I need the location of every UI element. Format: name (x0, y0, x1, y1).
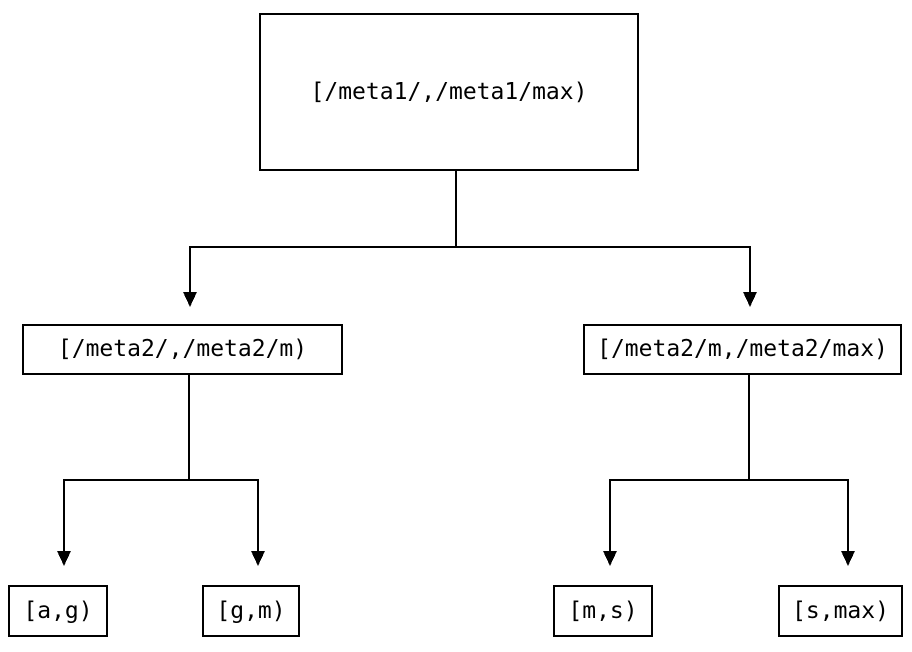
node-meta2-low-label: [/meta2/,/meta2/m) (57, 336, 308, 362)
node-leaf-s-max: [s,max) (778, 585, 903, 637)
node-meta2-high-label: [/meta2/m,/meta2/max) (597, 336, 888, 362)
node-root: [/meta1/,/meta1/max) (259, 13, 639, 171)
node-meta2-high: [/meta2/m,/meta2/max) (583, 324, 902, 375)
node-leaf-g-m: [g,m) (202, 585, 300, 637)
node-meta2-low: [/meta2/,/meta2/m) (22, 324, 343, 375)
node-leaf-s-max-label: [s,max) (792, 597, 889, 624)
arrowhead-leaf-ag (57, 551, 71, 566)
node-leaf-g-m-label: [g,m) (216, 597, 286, 624)
node-leaf-m-s: [m,s) (553, 585, 653, 637)
node-leaf-a-g: [a,g) (8, 585, 108, 637)
node-leaf-m-s-label: [m,s) (568, 597, 638, 624)
node-root-label: [/meta1/,/meta1/max) (310, 78, 588, 105)
arrowhead-leaf-ms (603, 551, 617, 566)
arrowhead-leaf-smax (841, 551, 855, 566)
arrowhead-leaf-gm (251, 551, 265, 566)
node-leaf-a-g-label: [a,g) (23, 597, 93, 624)
arrowhead-meta2-low (183, 292, 197, 307)
arrowhead-meta2-high (743, 292, 757, 307)
